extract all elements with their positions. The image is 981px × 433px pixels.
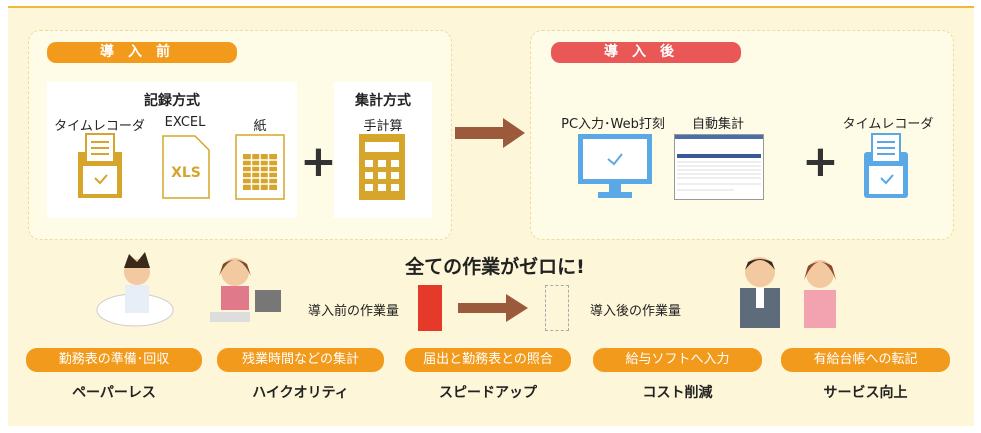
after-timerecorder-label: タイムレコーダ xyxy=(842,117,934,132)
task-pill-2: 届出と勤務表との照合 xyxy=(405,348,571,372)
after-workload-label: 導入後の作業量 xyxy=(589,304,681,319)
xls-text: XLS xyxy=(171,165,201,181)
pc-web-label: PC入力･Web打刻 xyxy=(561,117,665,132)
task-pill-3: 給与ソフトへ入力 xyxy=(593,348,762,372)
timerecorder-icon xyxy=(78,133,122,198)
before-title: 導入前 xyxy=(47,42,237,63)
headline: 全ての作業がゼロに! xyxy=(405,256,585,278)
benefit-label-3: コスト削減 xyxy=(642,385,713,401)
busy-workers-illustration xyxy=(96,252,281,327)
timerecorder-label: タイムレコーダ xyxy=(54,119,145,134)
record-heading: 記録方式 xyxy=(144,93,200,109)
excel-label: EXCEL xyxy=(164,115,206,130)
paper-label: 紙 xyxy=(253,119,267,134)
xls-file-icon: XLS xyxy=(162,135,210,199)
happy-workers-illustration xyxy=(740,257,836,328)
benefit-label-0: ペーパーレス xyxy=(72,385,156,401)
task-pill-4: 有給台帳への転記 xyxy=(781,348,950,372)
after-workload-bar xyxy=(545,285,569,331)
task-pill-1: 残業時間などの集計 xyxy=(217,348,384,372)
before-workload-bar xyxy=(418,285,442,331)
paper-grid-icon xyxy=(235,134,285,200)
manual-calc-label: 手計算 xyxy=(363,119,403,134)
calculator-icon xyxy=(359,134,405,200)
after-title: 導入後 xyxy=(551,42,741,63)
benefit-label-2: スピードアップ xyxy=(439,385,537,401)
plus-icon: + xyxy=(300,136,337,187)
attendance-screen-thumbnail xyxy=(674,134,764,200)
auto-calc-label: 自動集計 xyxy=(691,117,744,132)
benefit-label-1: ハイクオリティ xyxy=(252,385,349,401)
after-timerecorder-icon xyxy=(864,133,908,198)
benefit-label-4: サービス向上 xyxy=(823,385,908,401)
plus-icon-after: + xyxy=(802,136,839,187)
arrow-right-icon xyxy=(455,118,525,148)
workload-arrow-icon xyxy=(458,294,528,322)
before-workload-label: 導入前の作業量 xyxy=(307,304,399,319)
pc-monitor-icon xyxy=(578,134,652,198)
task-pill-0: 勤務表の準備･回収 xyxy=(26,348,202,372)
calc-heading: 集計方式 xyxy=(355,93,411,109)
